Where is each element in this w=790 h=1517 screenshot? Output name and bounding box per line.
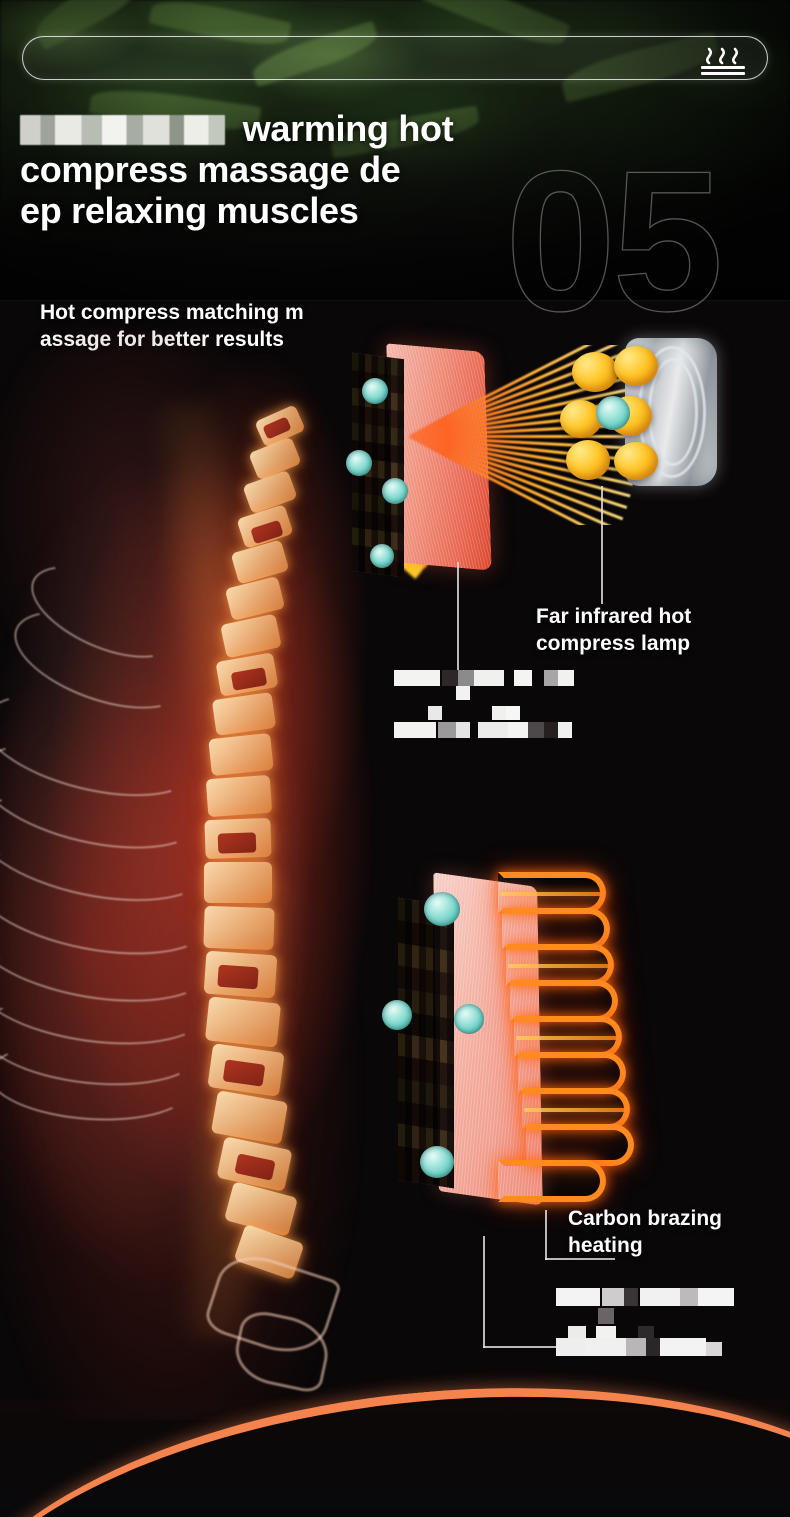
callout-connector-line	[483, 1236, 485, 1348]
massage-node	[560, 400, 602, 438]
vignette-overlay	[0, 0, 790, 300]
title-line-3: ep relaxing muscles	[20, 190, 359, 232]
massage-node	[566, 440, 610, 480]
callout-line-1: Carbon brazing	[568, 1207, 723, 1230]
callout-far-infrared-lamp: Far infrared hot Carbon brazing compress…	[536, 603, 786, 658]
carbon-heating-coil	[498, 1160, 606, 1202]
page-title: warming hot compress massage de ep relax…	[20, 108, 560, 231]
callout-connector-line	[545, 1210, 547, 1260]
massage-node	[614, 346, 658, 386]
vertebra	[204, 862, 272, 903]
massage-node	[614, 442, 658, 480]
massage-node-lens	[424, 892, 460, 926]
massage-node-lens	[382, 1000, 412, 1030]
upper-spec-redaction	[394, 668, 574, 738]
vertebra-core	[217, 964, 259, 990]
bottom-dark-gradient	[0, 1400, 790, 1517]
massage-node-lens	[370, 544, 394, 568]
coil-filament	[508, 964, 612, 968]
massage-node	[572, 352, 618, 392]
massage-node-lens	[362, 378, 388, 404]
coil-filament	[524, 1108, 628, 1112]
massage-node-lens	[346, 450, 372, 476]
callout-line-2b: compress lamp	[536, 632, 691, 656]
callout-connector-line	[601, 486, 603, 604]
title-brand-redaction	[20, 115, 225, 145]
vertebra-core	[217, 832, 257, 854]
lower-spec-redaction	[556, 1288, 734, 1358]
header-pill-bar	[22, 36, 768, 80]
callout-carbon-brazing-heating: Carbon brazing heating	[568, 1205, 790, 1260]
coil-filament	[516, 1036, 620, 1040]
callout-line-2: heating	[568, 1234, 643, 1258]
title-line-1: warming hot	[233, 108, 454, 149]
callout-connector-line	[545, 1258, 615, 1260]
infrared-ray	[408, 435, 633, 438]
title-line-2: compress massage de	[20, 149, 401, 191]
section-number-watermark: 05	[504, 130, 724, 353]
vertebra	[203, 905, 275, 951]
infrared-ray-fan	[408, 345, 633, 525]
subtitle-line-1: Hot compress matching m	[40, 301, 304, 324]
lower-device-mosaic	[398, 897, 454, 1189]
vertebra	[208, 732, 274, 777]
callout-line-1: Far infrared hot	[536, 605, 692, 628]
vertebra	[205, 774, 273, 818]
callout-connector-line	[457, 562, 459, 670]
heat-waves-icon	[701, 47, 745, 75]
massage-node-lens	[454, 1004, 484, 1034]
coil-filament	[500, 892, 604, 896]
lamp-lens	[596, 396, 630, 430]
massage-node-lens	[382, 478, 408, 504]
massage-node-lens	[420, 1146, 454, 1178]
callout-connector-line	[483, 1346, 579, 1348]
